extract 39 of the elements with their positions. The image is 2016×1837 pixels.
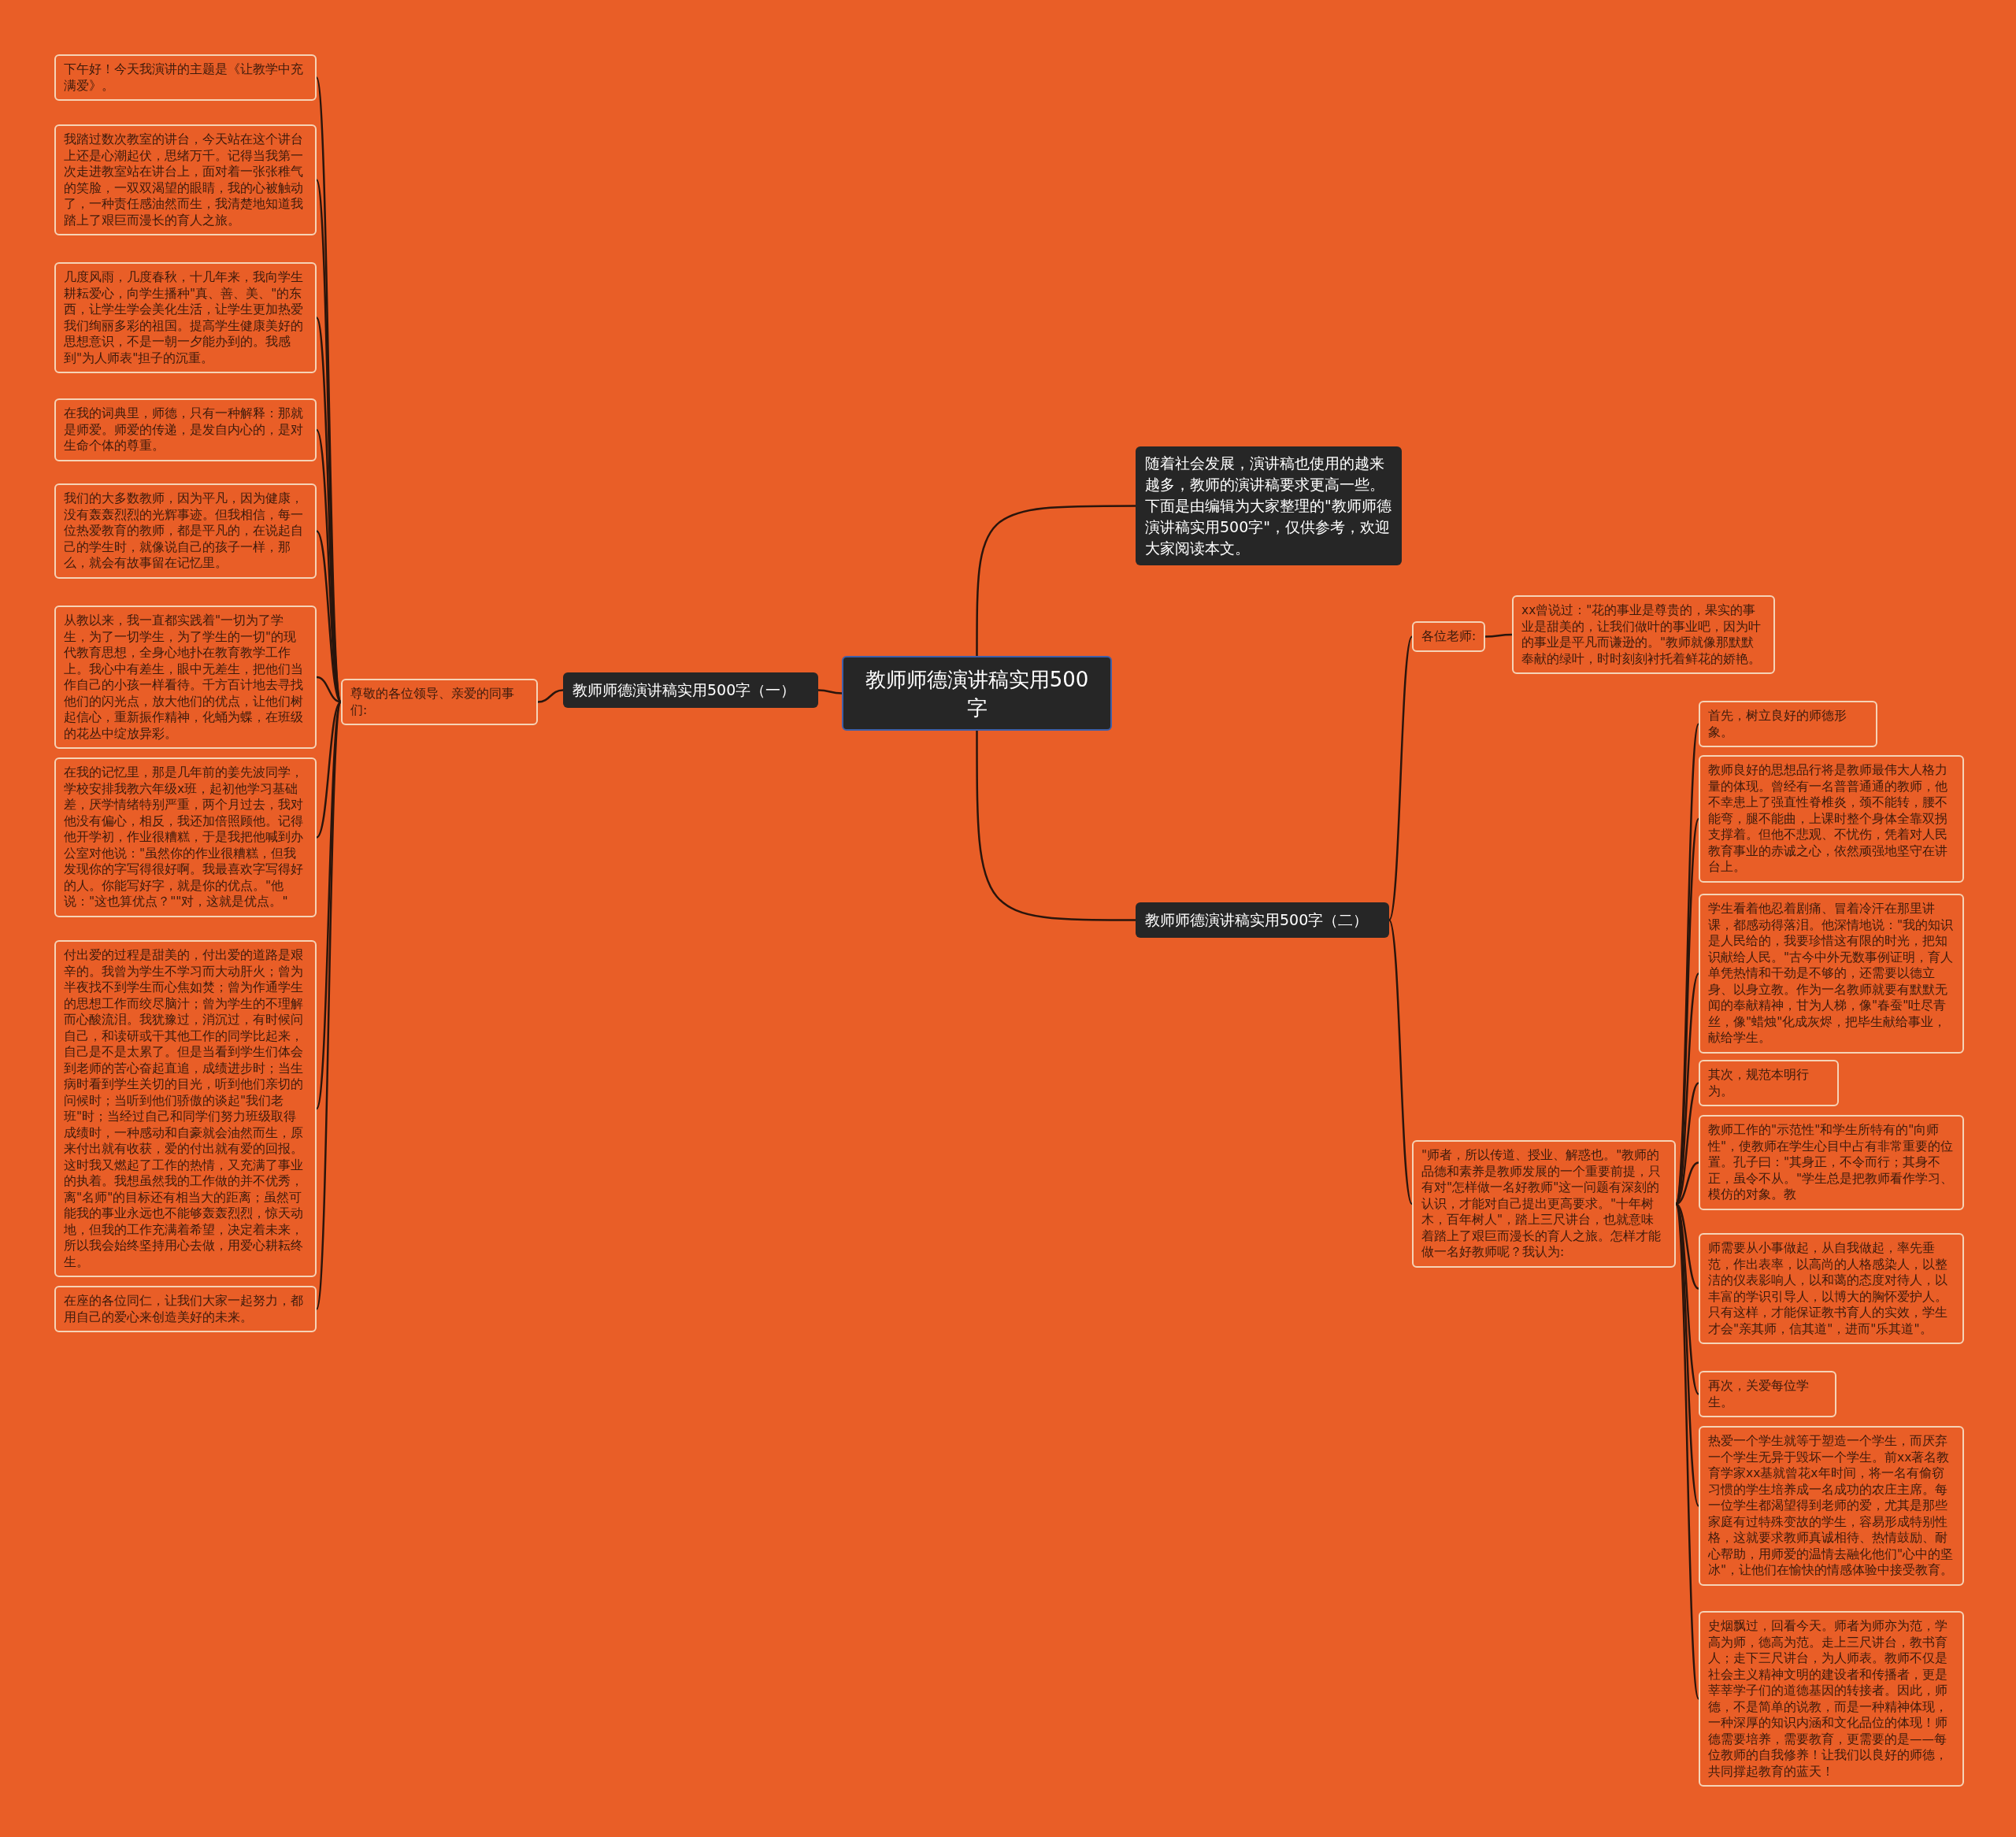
text-box: xx曾说过："花的事业是尊贵的，果实的事业是甜美的，让我们做叶的事业吧，因为叶的事业是平凡而谦逊的。"教师就像那默默奉献的绿叶，时时刻刻衬托着鲜花的娇艳。 (1512, 595, 1775, 674)
text-box: 在我的记忆里，那是几年前的姜先波同学，学校安排我教六年级x班，起初他学习基础差，厌学情绪特别严重，两个月过去，我对他没有偏心，相反，我还加倍照顾他。记得他开学初，作业很糟糕，于是我把他喊到办公室对他说："虽然你的作业很糟糕，但我发现你的字写得很好啊。我最喜欢字写得好的人。你能写好字，就是你的优点。"他说："这也算优点？""对，这就是优点。" (54, 757, 317, 917)
connector-line (316, 701, 342, 839)
connector-line (976, 505, 1136, 656)
text-box: 付出爱的过程是甜美的，付出爱的道路是艰辛的。我曾为学生不学习而大动肝火；曾为半夜找不到学生而心焦如焚；曾为作通学生的思想工作而绞尽脑汁；曾为学生的不理解而心酸流泪。我犹豫过，消沉过，有时候问自己，和读研或干其他工作的同学比起来，自己是不是太累了。但是当看到学生们体会到老师的苦心奋起直追，成绩进步时；当生病时看到学生关切的目光，听到他们亲切的问候时；当听到他们骄傲的谈起"我们老班"时；当经过自己和同学们努力班级取得成绩时，一种感动和自豪就会油然而生，原来付出就有收获，爱的付出就有爱的回报。这时我又燃起了工作的热情，又充满了事业的执着。我想虽然我的工作做的并不优秀，离"名师"的目标还有相当大的距离；虽然可能我的事业永远也不能够轰轰烈烈，惊天动地，但我的工作充满着希望，决定着未来，所以我会始终坚持用心去做，用爱心耕耘终生。 (54, 940, 317, 1277)
connector-line (315, 702, 343, 1109)
connector-line (316, 676, 342, 703)
text-box: 下午好！今天我演讲的主题是《让教学中充满爱》。 (54, 54, 317, 101)
text-box: 各位老师: (1412, 621, 1486, 652)
text-box: 其次，规范本明行为。 (1699, 1060, 1839, 1106)
connector-line (976, 731, 1136, 921)
text-box: 再次，关爱每位学生。 (1699, 1371, 1836, 1417)
text-box: 我踏过数次教室的讲台，今天站在这个讲台上还是心潮起伏，思绪万千。记得当我第一次走进教室站在讲台上，面对着一张张稚气的笑脸，一双双渴望的眼睛，我的心被触动了，一种责任感油然而生，我清楚地知道我踏上了艰巨而漫长的育人之旅。 (54, 124, 317, 235)
text-box: 从教以来，我一直都实践着"一切为了学生，为了一切学生，为了学生的一切"的现代教育思想，全身心地扑在教育教学工作上。我心中有差生，眼中无差生，把他们当作自己的小孩一样看待。千方百计地去寻找他们的闪光点，放大他们的优点，让他们树起信心，重新振作精神，化蛹为蝶，在班级的花丛中绽放异彩。 (54, 606, 317, 749)
connector-line (1485, 633, 1512, 638)
connector-line (537, 689, 564, 703)
text-box: 尊敬的各位领导、亲爱的同事们: (341, 679, 538, 725)
text-box: 我们的大多数教师，因为平凡，因为健康，没有轰轰烈烈的光辉事迹。但我相信，每一位热爱教育的教师，都是平凡的，在说起自己的学生时，就像说自己的孩子一样，那么，就会有故事留在记忆里。 (54, 483, 317, 579)
connector-line (315, 702, 343, 1309)
topic-box: 教师师德演讲稿实用500字 (842, 656, 1112, 731)
text-box: 学生看着他忍着剧痛、冒着冷汗在那里讲课，都感动得落泪。他深情地说："我的知识是人民给的，我要珍惜这有限的时光，把知识献给人民。"古今中外无数事例证明，育人单凭热情和干劲是不够的，还需要以德立身、以身立教。作为一名教师就要有默默无闻的奉献精神，甘为人梯，像"春蚕"吐尽青丝，像"蜡烛"化成灰烬，把毕生献给事业，献给学生。 (1699, 894, 1964, 1054)
text-box: 师需要从小事做起，从自我做起，率先垂范，作出表率，以高尚的人格感染人，以整洁的仪表影响人，以和蔼的态度对待人，以丰富的学识引导人，以博大的胸怀爱护人。只有这样，才能保证教书育人的实效，学生才会"亲其师，信其道"，进而"乐其道"。 (1699, 1233, 1964, 1344)
text-box: 在座的各位同仁，让我们大家一起努力，都用自己的爱心来创造美好的未来。 (54, 1286, 317, 1332)
text-box: "师者，所以传道、授业、解惑也。"教师的品德和素养是教师发展的一个重要前提，只有对"怎样做一名好教师"这一问题有深刻的认识，才能对自己提出更高要求。"十年树木，百年树人"，踏上三尺讲台，也就意味着踏上了艰巨而漫长的育人之旅。怎样才能做一名好教师呢？我认为: (1412, 1140, 1676, 1268)
text-box: 教师工作的"示范性"和学生所特有的"向师性"，使教师在学生心目中占有非常重要的位置。孔子曰："其身正，不令而行；其身不正，虽令不从。"学生总是把教师看作学习、模仿的对象。教 (1699, 1115, 1964, 1210)
branch-box: 教师师德演讲稿实用500字（一） (563, 672, 818, 708)
connector-line (817, 689, 843, 694)
text-box: 首先，树立良好的师德形象。 (1699, 701, 1877, 747)
intro-box: 随着社会发展，演讲稿也使用的越来越多，教师的演讲稿要求更高一些。下面是由编辑为大家整理的"教师师德演讲稿实用500字"，仅供参考，欢迎大家阅读本文。 (1136, 446, 1402, 565)
text-box: 在我的词典里，师德，只有一种解释：那就是师爱。师爱的传递，是发自内心的，是对生命个体的尊重。 (54, 398, 317, 461)
connector-line (1675, 1202, 1699, 1290)
connector-line (1675, 1161, 1699, 1206)
connector-line (1388, 635, 1414, 921)
connector-line (1388, 919, 1414, 1205)
text-box: 几度风雨，几度春秋，十几年来，我向学生耕耘爱心，向学生播种"真、善、美、"的东西，让学生学会美化生活，让学生更加热爱我们绚丽多彩的祖国。提高学生健康美好的思想意识，不是一朝一夕能办到的。我感到"为人师表"担子的沉重。 (54, 262, 317, 373)
text-box: 教师良好的思想品行将是教师最伟大人格力量的体现。曾经有一名普普通通的教师，他不幸患上了强直性脊椎炎，颈不能转，腰不能弯，腿不能曲，上课时整个身体全靠双拐支撑着。但他不悲观、不忧伤，凭着对人民教育事业的赤诚之心，依然顽强地坚守在讲台上。 (1699, 755, 1964, 883)
text-box: 热爱一个学生就等于塑造一个学生，而厌弃一个学生无异于毁坏一个学生。前xx著名教育学家xx基就曾花x年时间，将一名有偷窃习惯的学生培养成一名成功的农庄主席。每一位学生都渴望得到老师的爱，尤其是那些家庭有过特殊变故的学生，容易形成特别性格，这就要求教师真诚相待、热情鼓励、耐心帮助，用师爱的温情去融化他们"心中的坚冰"，让他们在愉快的情感体验中接受教育。 (1699, 1426, 1964, 1586)
text-box: 史烟飘过，回看今天。师者为师亦为范，学高为师，德高为范。走上三尺讲台，教书育人；走下三尺讲台，为人师表。教师不仅是社会主义精神文明的建设者和传播者，更是莘莘学子们的道德基因的转接者。因此，师德，不是简单的说教，而是一种精神体现，一种深厚的知识内涵和文化品位的体现！师德需要培养，需要教育，更需要的是——每位教师的自我修养！让我们以良好的师德，共同撑起教育的蓝天！ (1699, 1611, 1964, 1787)
branch-box: 教师师德演讲稿实用500字（二） (1136, 902, 1389, 938)
